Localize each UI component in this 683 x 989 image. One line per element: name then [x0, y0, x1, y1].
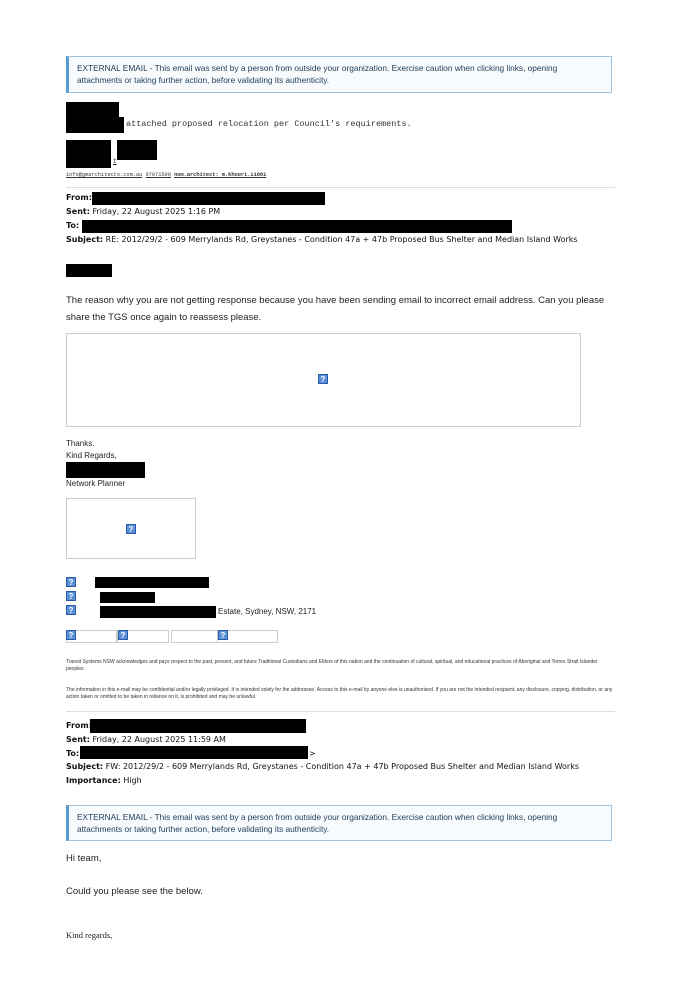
from-label: From: [66, 193, 92, 202]
redaction [66, 102, 119, 117]
redaction [95, 577, 209, 588]
broken-image-icon: ? [318, 374, 328, 384]
nom-link[interactable]: nom.architect: m.khouri.11881 [174, 172, 267, 178]
external-email-banner: EXTERNAL EMAIL - This email was sent by … [66, 805, 612, 841]
quoted-line: attached proposed relocation per Council… [126, 119, 412, 129]
redaction [100, 592, 155, 603]
sent-label: Sent: [66, 207, 90, 216]
location-icon: ? [66, 605, 76, 615]
redaction [117, 140, 157, 160]
redaction [66, 462, 145, 478]
acknowledgement: Transit Systems NSW acknowledges and pay… [66, 659, 598, 672]
sent-value: Friday, 22 August 2025 11:59 AM [92, 735, 226, 744]
email-link[interactable]: info@gmarchitects.com.au [66, 172, 143, 178]
confidentiality-notice: The information in this e-mail may be co… [66, 687, 613, 700]
social-icon[interactable]: ? [118, 630, 128, 640]
to-label: To: [66, 749, 80, 758]
redaction [66, 117, 124, 133]
social-link[interactable] [117, 630, 169, 643]
email-icon: ? [66, 591, 76, 601]
importance-label: Importance: [66, 776, 121, 785]
subject-label: Subject: [66, 235, 104, 244]
regards: Kind Regards, [66, 451, 117, 460]
redaction [80, 746, 308, 759]
redaction [92, 192, 325, 205]
greeting: Hi team, [66, 853, 102, 864]
divider [66, 711, 615, 712]
redaction [66, 140, 111, 168]
phone-icon: ? [66, 577, 76, 587]
social-icon[interactable]: ? [218, 630, 228, 640]
to-label: To: [66, 221, 80, 230]
divider [66, 187, 615, 188]
redaction [100, 606, 216, 618]
external-email-banner: EXTERNAL EMAIL - This email was sent by … [66, 56, 612, 93]
regards: Kind regards, [66, 930, 113, 940]
importance-value: High [123, 776, 142, 785]
subject-value: FW: 2012/29/2 - 609 Merrylands Rd, Greys… [105, 762, 579, 771]
social-link[interactable] [217, 630, 278, 643]
email-body: The reason why you are not getting respo… [66, 295, 605, 323]
redaction [66, 264, 112, 277]
from-label: From: [66, 721, 92, 730]
broken-image-icon: ? [126, 524, 136, 534]
sent-label: Sent: [66, 735, 90, 744]
quoted-t: t [113, 158, 117, 165]
social-link[interactable] [171, 630, 218, 643]
subject-value: RE: 2012/29/2 - 609 Merrylands Rd, Greys… [105, 235, 578, 244]
to-suffix: > [309, 749, 316, 758]
email-body: Could you please see the below. [66, 886, 203, 897]
phone-link[interactable]: 97971599 [145, 172, 171, 178]
signature-title: Network Planner [66, 479, 126, 488]
social-icon[interactable]: ? [66, 630, 76, 640]
address: Estate, Sydney, NSW, 2171 [218, 607, 317, 616]
subject-label: Subject: [66, 762, 104, 771]
redaction [82, 220, 512, 233]
redaction [90, 719, 306, 733]
sent-value: Friday, 22 August 2025 1:16 PM [92, 207, 221, 216]
thanks: Thanks. [66, 439, 95, 448]
